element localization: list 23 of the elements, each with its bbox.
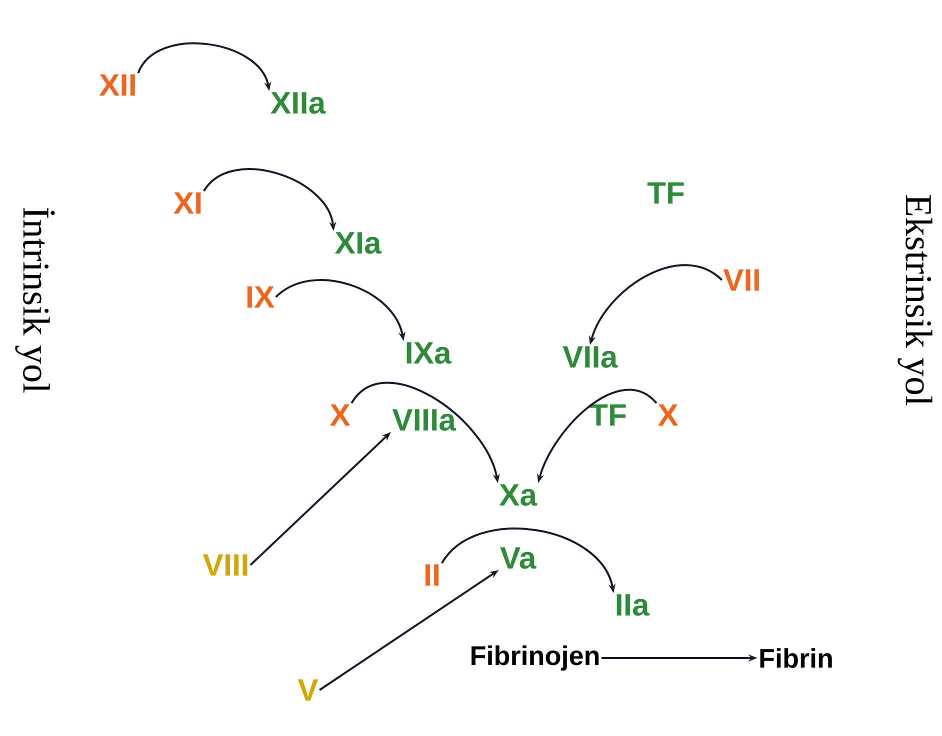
pathway-label: İntrinsik yol [15,208,55,393]
factor-label: II [425,564,439,586]
factor-label: VIIIa [392,409,456,431]
factor-label: VIII [202,554,248,576]
factor-label: Va [500,547,536,569]
factor-label: VII [723,269,759,291]
factor-label: Fibrinojen [472,645,599,671]
pathway-label: Ekstrinsik yol [898,195,932,406]
factor-label: VIIa [562,346,618,368]
factor-label: V [298,679,318,701]
factor-label: IX [247,286,274,308]
factor-label: XIIa [270,92,326,114]
factor-label: X [658,404,678,426]
factor-label: XI [174,192,201,214]
factor-label: Xa [499,484,538,506]
factor-label: TF [589,404,626,426]
factor-label: XII [99,74,135,96]
factor-label: XIa [335,232,382,254]
factor-label: X [330,404,350,426]
factor-label: TF [647,182,684,204]
factor-label: IXa [406,342,452,364]
factor-label: IIa [616,594,650,616]
factor-label: Fibrin [760,648,832,668]
